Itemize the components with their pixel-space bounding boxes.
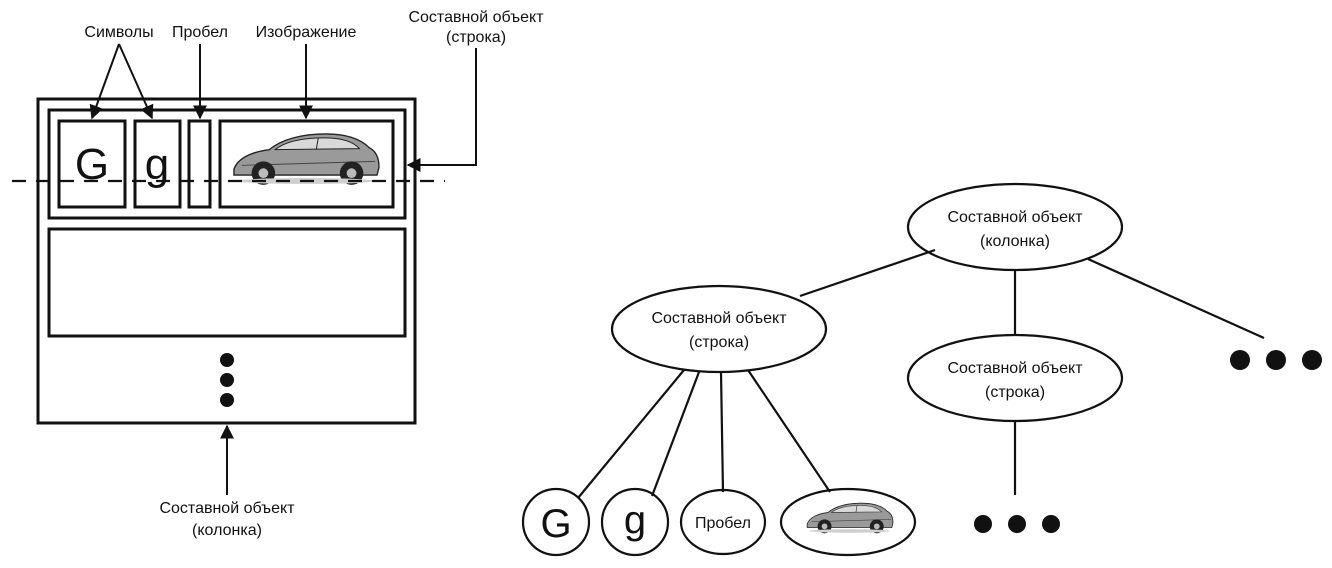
edge-row1-image — [747, 369, 831, 493]
node-root-column — [906, 182, 1124, 272]
image-box — [218, 119, 395, 209]
glyph-box-g-lower — [133, 119, 182, 209]
node-row1-line2: (строка) — [689, 334, 749, 351]
space-box — [187, 119, 212, 209]
column-outer-box — [36, 97, 417, 425]
leaf-space — [679, 488, 767, 556]
label-space: Пробел — [172, 24, 228, 41]
ellipsis-dots-icon — [220, 353, 234, 367]
label-symbols: Символы — [84, 24, 153, 41]
node-row-2 — [906, 333, 1124, 423]
arrow-row — [406, 48, 477, 172]
edge-row1-space — [719, 371, 725, 493]
leaf-g — [600, 487, 670, 557]
arrow-symbols-to-G — [89, 43, 120, 120]
node-root-line2: (колонка) — [980, 233, 1050, 250]
car-image-icon — [233, 133, 380, 186]
object-tree: Составной объект (колонка) Составной объ… — [521, 182, 1322, 557]
leaf-G-text: G — [540, 502, 571, 546]
node-row2-line1: Составной объект — [947, 360, 1083, 377]
edge-root-more — [1087, 257, 1265, 340]
ellipsis-dots-icon — [974, 515, 992, 533]
ellipsis-dots-icon — [1230, 350, 1250, 370]
node-row2-line2: (строка) — [985, 384, 1045, 401]
edge-row1-G — [577, 369, 685, 499]
node-row1-line1: Составной объект — [651, 310, 787, 327]
second-row-box — [47, 227, 407, 338]
edge-row1-g — [650, 371, 701, 497]
edge-root-row1 — [799, 248, 936, 298]
leaf-g-text: g — [624, 498, 646, 542]
label-row-line2: (строка) — [446, 29, 506, 46]
leaf-G — [521, 487, 591, 557]
label-row-line1: Составной объект — [408, 9, 544, 26]
label-column-line2: (колонка) — [192, 522, 262, 539]
label-column-line1: Составной объект — [159, 500, 295, 517]
node-root-line1: Составной объект — [947, 209, 1083, 226]
label-image: Изображение — [256, 24, 357, 41]
arrow-symbols-to-g — [118, 43, 154, 120]
node-row-1 — [610, 284, 828, 374]
leaf-image — [779, 487, 917, 557]
left-layout-panel: G g Символы Пробел Изображение Составной… — [12, 9, 544, 539]
leaf-space-text: Пробел — [695, 515, 751, 532]
glyph-box-g-upper — [57, 119, 127, 209]
row-box — [47, 108, 407, 220]
car-image-icon — [806, 502, 894, 534]
